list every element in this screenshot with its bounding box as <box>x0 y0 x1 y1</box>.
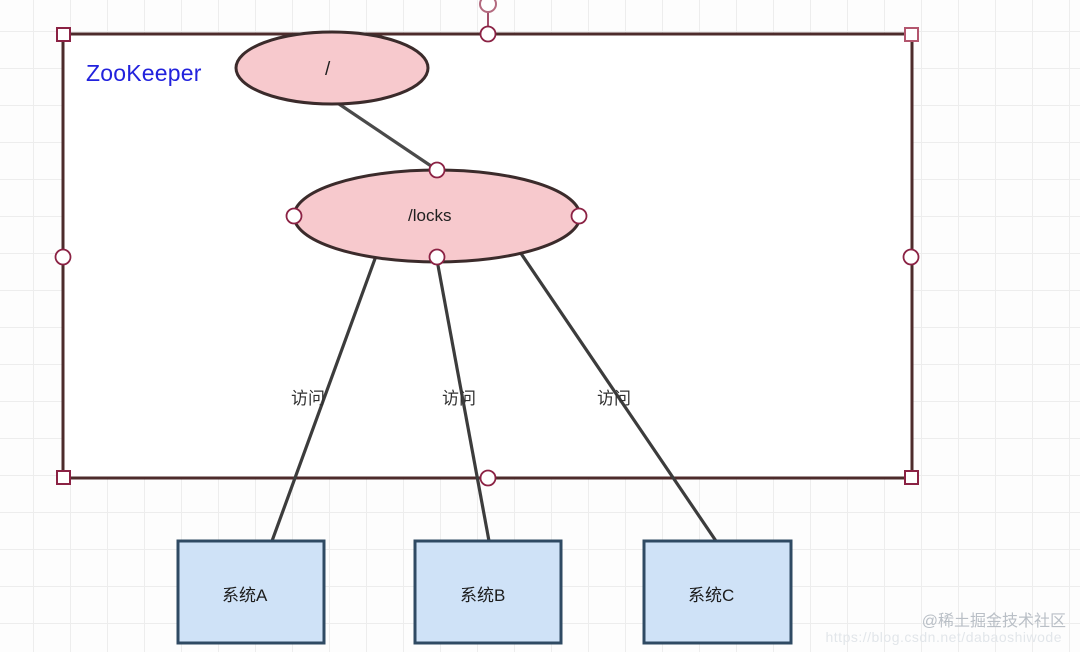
node-system-a[interactable] <box>176 539 326 645</box>
edge-locks-to-system-b[interactable] <box>435 259 491 542</box>
locks-handle-top[interactable] <box>428 161 446 179</box>
locks-handle-left[interactable] <box>285 207 303 225</box>
node-locks[interactable] <box>292 168 582 264</box>
node-root[interactable] <box>234 30 430 106</box>
container-handle-top-right[interactable] <box>904 27 919 42</box>
container-handle-middle-left[interactable] <box>54 248 72 266</box>
container-handle-bottom-right[interactable] <box>904 470 919 485</box>
container-handle-bottom-left[interactable] <box>56 470 71 485</box>
locks-handle-bottom[interactable] <box>428 248 446 266</box>
container-handle-top-center[interactable] <box>479 25 497 43</box>
container-handle-bottom-center[interactable] <box>479 469 497 487</box>
node-system-c[interactable] <box>642 539 793 645</box>
node-system-b[interactable] <box>413 539 563 645</box>
edge-root-to-locks[interactable] <box>335 100 438 172</box>
rotation-handle[interactable] <box>479 0 497 13</box>
locks-handle-right[interactable] <box>570 207 588 225</box>
container-handle-top-left[interactable] <box>56 27 71 42</box>
edge-locks-to-system-a[interactable] <box>270 255 378 542</box>
container-handle-middle-right[interactable] <box>902 248 920 266</box>
edge-locks-to-system-c[interactable] <box>518 251 718 542</box>
